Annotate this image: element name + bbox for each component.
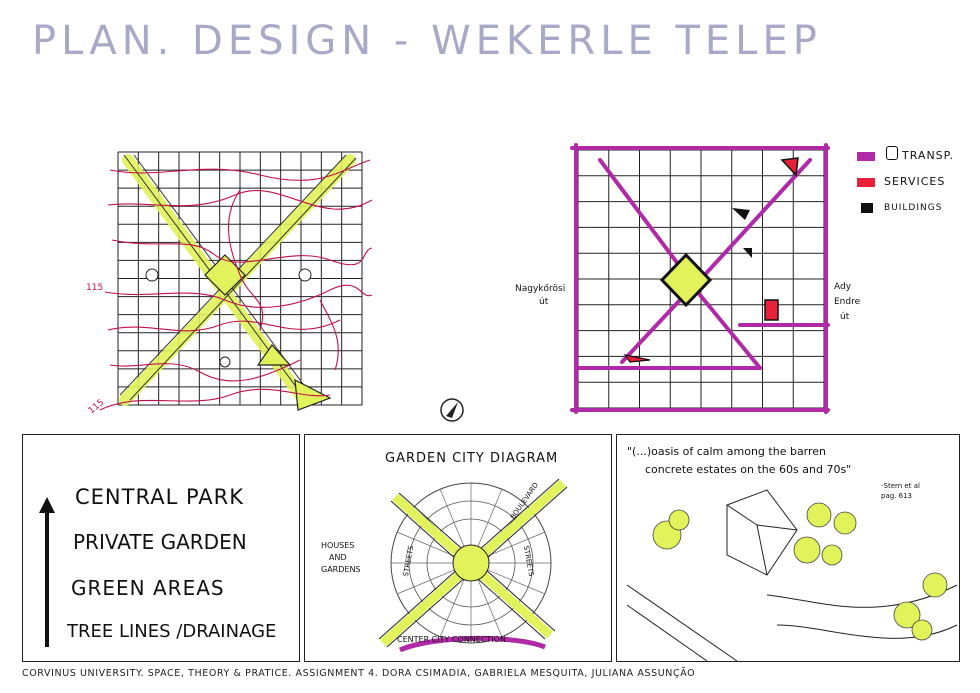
footer-credits: CORVINUS UNIVERSITY. SPACE, THEORY & PRA…	[22, 668, 696, 679]
street-name: Ady	[834, 282, 852, 292]
street-name: Endre	[834, 297, 861, 307]
street-sketch	[626, 489, 958, 662]
quote-panel: "(...)oasis of calm among the barren con…	[616, 434, 960, 662]
houses-label: HOUSES AND GARDENS	[321, 540, 361, 576]
hierarchy-item: GREEN AREAS	[71, 576, 225, 600]
legend-label: SERVICES	[884, 175, 946, 188]
citation: -Stern et al pag. 613	[881, 481, 920, 501]
street-name: út	[840, 312, 850, 322]
diagram-panel: GARDEN CITY DIAGRAM BOULEVARD STREETS	[304, 434, 612, 662]
street-name: út	[539, 297, 549, 307]
hierarchy-item: CENTRAL PARK	[75, 485, 244, 509]
street-label-right: Ady Endre út	[834, 280, 860, 325]
legend-label: BUILDINGS	[884, 203, 943, 213]
houses-text: AND	[329, 553, 347, 562]
garden-city-diagram	[378, 478, 568, 653]
bus-icon	[886, 146, 898, 160]
citation-text: pag. 613	[881, 492, 912, 500]
building-icon	[861, 203, 873, 213]
contour-label: 115	[86, 283, 104, 293]
citation-text: -Stern et al	[881, 482, 920, 490]
service-swatch-icon	[857, 178, 875, 187]
hierarchy-panel: CENTRAL PARK PRIVATE GARDEN GREEN AREAS …	[22, 434, 300, 662]
street-label-left: Nagykőrösi út	[515, 283, 565, 309]
houses-text: GARDENS	[321, 565, 361, 574]
houses-text: HOUSES	[321, 541, 355, 550]
connection-label: CENTER CITY CONNECTION	[397, 635, 506, 644]
arrow-up-icon	[39, 497, 55, 647]
quote-text: "(...)oasis of calm among the barren	[627, 445, 827, 458]
transport-swatch-icon	[857, 152, 875, 161]
quote-text: concrete estates on the 60s and 70s"	[645, 463, 852, 476]
legend-label: TRANSP.	[902, 149, 955, 162]
page-title: PLAN. DESIGN - WEKERLE TELEP	[32, 18, 822, 64]
hierarchy-item: TREE LINES /DRAINAGE	[67, 621, 277, 642]
street-name: Nagykőrösi	[515, 284, 566, 294]
hierarchy-item: PRIVATE GARDEN	[73, 530, 247, 554]
diagram-title: GARDEN CITY DIAGRAM	[385, 451, 559, 466]
